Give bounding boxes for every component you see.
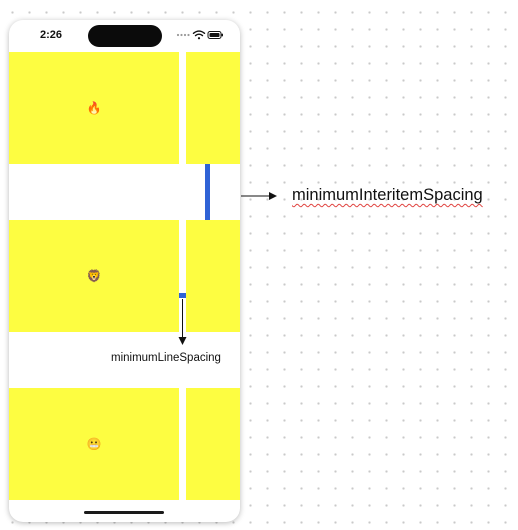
status-bar: 2:26 bbox=[9, 20, 240, 52]
dynamic-island bbox=[88, 25, 162, 47]
line-spacing-label: minimumLineSpacing bbox=[111, 352, 221, 364]
status-icons bbox=[176, 30, 223, 40]
cell-emoji: 😬 bbox=[86, 437, 102, 451]
signal-dots-icon bbox=[176, 33, 190, 37]
cell-emoji: 🔥 bbox=[86, 101, 102, 115]
phone-frame: 2:26 🔥 🦁 bbox=[9, 20, 240, 522]
collection-cell[interactable]: 🔥 bbox=[9, 52, 179, 164]
line-spacing-marker bbox=[179, 293, 186, 298]
collection-cell[interactable]: 🦁 bbox=[9, 220, 179, 332]
collection-cell[interactable]: 😬 bbox=[9, 388, 179, 500]
battery-icon bbox=[207, 31, 223, 39]
collection-cell[interactable] bbox=[186, 52, 240, 164]
collection-cell[interactable] bbox=[186, 388, 240, 500]
home-indicator bbox=[84, 511, 164, 514]
interitem-spacing-label: minimumInteritemSpacing bbox=[292, 186, 483, 204]
cell-emoji: 🦁 bbox=[86, 269, 102, 283]
wifi-icon bbox=[192, 30, 206, 40]
interitem-spacing-marker bbox=[205, 164, 210, 220]
status-time: 2:26 bbox=[40, 29, 63, 41]
collection-cell[interactable] bbox=[186, 220, 240, 332]
